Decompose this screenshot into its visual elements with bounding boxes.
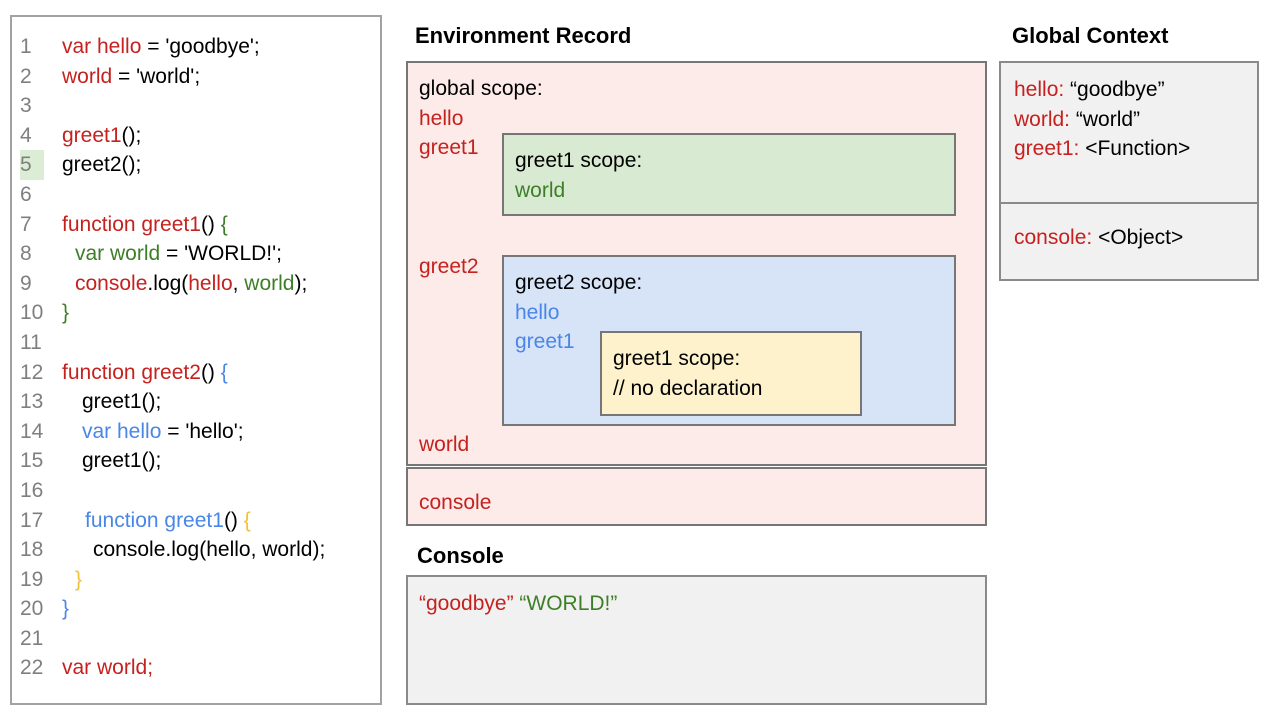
line-number: 19 bbox=[20, 567, 44, 591]
code-text: console.log(hello, world); bbox=[75, 271, 308, 295]
global-scope-header: global scope: hello greet1 bbox=[419, 74, 543, 163]
greet1-scope-box: greet1 scope: world bbox=[502, 133, 956, 216]
code-text: } bbox=[75, 567, 83, 591]
variable-world: world bbox=[515, 178, 566, 202]
code-line-16[interactable]: 16 bbox=[20, 476, 380, 506]
code-text: greet1(); bbox=[82, 390, 162, 414]
code-line-2[interactable]: 2 world = 'world'; bbox=[20, 62, 380, 92]
code-editor[interactable]: 1 var hello = 'goodbye'; 2 world = 'world';… bbox=[10, 15, 382, 705]
code-text: var hello = 'hello'; bbox=[82, 419, 244, 443]
code-line-15[interactable]: 15 greet1(); bbox=[20, 446, 380, 476]
global-context-title: Global Context bbox=[1012, 23, 1169, 48]
binding-hello: hello: “goodbye” bbox=[1014, 78, 1165, 101]
global-scope-var-console: console bbox=[419, 491, 492, 514]
console-output-box: “goodbye” “WORLD!” bbox=[406, 575, 987, 705]
global-scope-label: global scope: bbox=[419, 77, 543, 100]
code-text: world = 'world'; bbox=[62, 64, 201, 88]
variable-greet1: greet1 bbox=[419, 136, 479, 160]
line-number: 12 bbox=[20, 360, 44, 384]
code-text: greet1(); bbox=[62, 123, 142, 147]
line-number: 15 bbox=[20, 449, 44, 473]
global-scope-var-world: world bbox=[419, 433, 470, 456]
line-number: 1 bbox=[20, 35, 32, 58]
greet2-scope-vars: hello greet1 bbox=[515, 298, 954, 357]
code-line-14[interactable]: 14 var hello = 'hello'; bbox=[20, 417, 380, 447]
line-number: 20 bbox=[20, 597, 44, 621]
line-number: 9 bbox=[20, 271, 32, 295]
code-text: } bbox=[62, 301, 70, 325]
code-line-17[interactable]: 17 function greet1() { bbox=[20, 506, 380, 536]
greet1-inner-scope-label: greet1 scope: bbox=[613, 347, 741, 370]
line-number: 4 bbox=[20, 123, 32, 147]
console-output-line: “goodbye” “WORLD!” bbox=[419, 589, 985, 619]
code-line-9[interactable]: 9 console.log(hello, world); bbox=[20, 269, 380, 299]
console-entry: “WORLD!” bbox=[513, 592, 618, 615]
code-text: var world = 'WORLD!'; bbox=[75, 242, 282, 266]
variable-hello: hello bbox=[419, 106, 464, 130]
code-line-20[interactable]: 20} bbox=[20, 594, 380, 624]
variable-greet1: greet1 bbox=[515, 330, 575, 354]
global-scope-box: global scope: hello greet1 greet1 scope: … bbox=[406, 61, 987, 466]
greet1-inner-scope-box: greet1 scope: // no declaration bbox=[600, 331, 862, 416]
line-number: 8 bbox=[20, 242, 32, 266]
global-scope-var-greet2: greet2 bbox=[419, 255, 479, 278]
console-title: Console bbox=[417, 543, 504, 568]
code-line-6[interactable]: 6 bbox=[20, 180, 380, 210]
line-number: 18 bbox=[20, 538, 44, 562]
code-line-13[interactable]: 13 greet1(); bbox=[20, 387, 380, 417]
global-context-console-box: console: <Object> bbox=[999, 202, 1259, 281]
code-line-19[interactable]: 19} bbox=[20, 565, 380, 595]
greet2-scope-box: greet2 scope: hello greet1 greet1 scope: … bbox=[502, 255, 956, 426]
no-declaration-comment: // no declaration bbox=[613, 376, 763, 400]
binding-greet1: greet1: <Function> bbox=[1014, 137, 1191, 161]
line-number: 7 bbox=[20, 212, 32, 236]
greet2-scope-label: greet2 scope: bbox=[515, 271, 643, 294]
code-line-11[interactable]: 11 bbox=[20, 328, 380, 358]
code-line-18[interactable]: 18 console.log(hello, world); bbox=[20, 535, 380, 565]
code-line-4[interactable]: 4 greet1(); bbox=[20, 121, 380, 151]
line-number: 2 bbox=[20, 64, 32, 88]
line-number: 5 bbox=[20, 150, 62, 180]
code-line-10[interactable]: 10} bbox=[20, 298, 380, 328]
line-number: 6 bbox=[20, 182, 32, 206]
line-number: 21 bbox=[20, 626, 44, 650]
line-number: 11 bbox=[20, 330, 42, 354]
greet1-scope-vars: world bbox=[515, 176, 954, 206]
code-line-12[interactable]: 12 function greet2() { bbox=[20, 358, 380, 388]
line-number: 3 bbox=[20, 94, 32, 118]
code-line-21[interactable]: 21 bbox=[20, 624, 380, 654]
environment-record-title: Environment Record bbox=[415, 23, 632, 48]
console-entry: “goodbye” bbox=[419, 592, 514, 615]
code-line-1[interactable]: 1 var hello = 'goodbye'; bbox=[20, 32, 380, 62]
binding-console: console: <Object> bbox=[1014, 226, 1184, 249]
code-text: console.log(hello, world); bbox=[93, 538, 326, 562]
code-line-3[interactable]: 3 bbox=[20, 91, 380, 121]
line-number: 14 bbox=[20, 419, 44, 443]
line-number: 17 bbox=[20, 508, 44, 532]
binding-world: world: “world” bbox=[1014, 107, 1141, 131]
code-text: function greet2() { bbox=[62, 360, 228, 384]
global-scope-vars: hello greet1 bbox=[419, 104, 543, 163]
code-text: greet1(); bbox=[82, 449, 162, 473]
line-number: 16 bbox=[20, 478, 44, 502]
code-line-22[interactable]: 22 var world; bbox=[20, 653, 380, 683]
code-line-7[interactable]: 7 function greet1() { bbox=[20, 210, 380, 240]
code-text: } bbox=[62, 597, 70, 621]
code-line-8[interactable]: 8 var world = 'WORLD!'; bbox=[20, 239, 380, 269]
variable-hello: hello bbox=[515, 300, 560, 324]
code-text: greet2(); bbox=[62, 153, 142, 177]
global-context-vars-box: hello: “goodbye” world: “world” greet1: <F… bbox=[999, 61, 1259, 204]
code-text: function greet1() { bbox=[62, 212, 228, 236]
code-lines: 1 var hello = 'goodbye'; 2 world = 'world';… bbox=[20, 32, 380, 683]
code-text: function greet1() { bbox=[85, 508, 251, 532]
line-number: 22 bbox=[20, 656, 44, 680]
line-number: 10 bbox=[20, 301, 44, 325]
line-number: 13 bbox=[20, 390, 44, 414]
code-text: var world; bbox=[62, 656, 154, 680]
greet1-scope-label: greet1 scope: bbox=[515, 149, 643, 172]
global-scope-console-box: console bbox=[406, 467, 987, 526]
code-text: var hello = 'goodbye'; bbox=[62, 35, 260, 58]
